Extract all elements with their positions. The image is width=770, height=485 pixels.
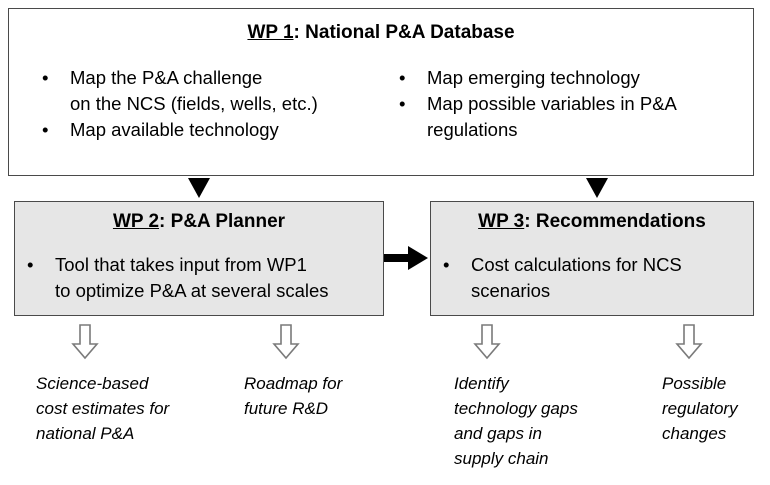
outcome-arrow-2: [272, 324, 300, 360]
outcome-3-line1: Identify: [454, 374, 509, 393]
wp2-title-suffix: : P&A Planner: [159, 211, 286, 232]
wp2-title: WP 2: P&A Planner: [15, 211, 383, 233]
outcome-4-line3: changes: [662, 424, 727, 443]
outcome-technology-gaps: Identify technology gaps and gaps in sup…: [454, 371, 578, 471]
outcome-1-line2: cost estimates for: [36, 399, 170, 418]
outcome-arrow-1: [71, 324, 99, 360]
outcome-roadmap: Roadmap for future R&D: [244, 371, 342, 421]
wp2-box: WP 2: P&A Planner Tool that takes input …: [14, 201, 384, 316]
wp3-title-prefix: WP 3: [478, 211, 525, 232]
wp1-right-bullets: Map emerging technology Map possible var…: [393, 65, 677, 143]
wp2-bullet-line1: Tool that takes input from WP1: [55, 254, 307, 275]
wp1-title-prefix: WP 1: [247, 22, 294, 43]
outcome-arrow-4: [675, 324, 703, 360]
wp1-bullet-regulations-line1: Map possible variables in P&A: [427, 93, 677, 114]
wp1-to-wp3-arrow: [586, 178, 608, 198]
wp1-left-bullets: Map the P&A challenge on the NCS (fields…: [36, 65, 318, 143]
wp1-bullet-challenge-line1: Map the P&A challenge: [70, 67, 263, 88]
wp3-title: WP 3: Recommendations: [431, 211, 753, 233]
wp2-title-prefix: WP 2: [112, 211, 160, 232]
outcome-4-line1: Possible: [662, 374, 727, 393]
wp3-bullet-line2: scenarios: [471, 280, 551, 301]
wp1-bullet-emerging-text: Map emerging technology: [427, 67, 640, 88]
wp1-bullet-regulations: Map possible variables in P&A regulation…: [393, 91, 677, 143]
outcome-3-line3: and gaps in: [454, 424, 542, 443]
outcome-3-line2: technology gaps: [454, 399, 578, 418]
wp1-bullet-regulations-line2: regulations: [427, 119, 518, 140]
outcome-4-line2: regulatory: [662, 399, 738, 418]
outcome-2-line2: future R&D: [244, 399, 329, 418]
outcome-2-line1: Roadmap for: [244, 374, 343, 393]
wp1-bullet-technology-text: Map available technology: [70, 119, 279, 140]
wp3-bullet-cost: Cost calculations for NCS scenarios: [437, 252, 682, 304]
wp1-title: WP 1: National P&A Database: [9, 22, 753, 44]
wp2-to-wp3-arrow: [384, 246, 428, 270]
wp1-title-suffix: : National P&A Database: [293, 22, 515, 43]
wp3-bullet-line1: Cost calculations for NCS: [471, 254, 682, 275]
outcome-cost-estimates: Science-based cost estimates for nationa…: [36, 371, 169, 446]
outcome-3-line4: supply chain: [454, 449, 549, 468]
wp2-bullet-tool: Tool that takes input from WP1 to optimi…: [21, 252, 329, 304]
outcome-arrow-3: [473, 324, 501, 360]
wp2-bullets: Tool that takes input from WP1 to optimi…: [21, 252, 329, 304]
outcome-regulatory-changes: Possible regulatory changes: [662, 371, 738, 446]
wp1-box: WP 1: National P&A Database Map the P&A …: [8, 8, 754, 176]
wp1-bullet-challenge-line2: on the NCS (fields, wells, etc.): [70, 93, 318, 114]
wp1-bullet-emerging: Map emerging technology: [393, 65, 677, 91]
wp3-bullets: Cost calculations for NCS scenarios: [437, 252, 682, 304]
wp1-to-wp2-arrow: [188, 178, 210, 198]
wp1-bullet-challenge: Map the P&A challenge on the NCS (fields…: [36, 65, 318, 117]
outcome-1-line3: national P&A: [36, 424, 135, 443]
wp1-bullet-technology: Map available technology: [36, 117, 318, 143]
outcome-1-line1: Science-based: [36, 374, 149, 393]
wp3-title-suffix: : Recommendations: [524, 211, 706, 232]
wp3-box: WP 3: Recommendations Cost calculations …: [430, 201, 754, 316]
wp2-bullet-line2: to optimize P&A at several scales: [55, 280, 329, 301]
